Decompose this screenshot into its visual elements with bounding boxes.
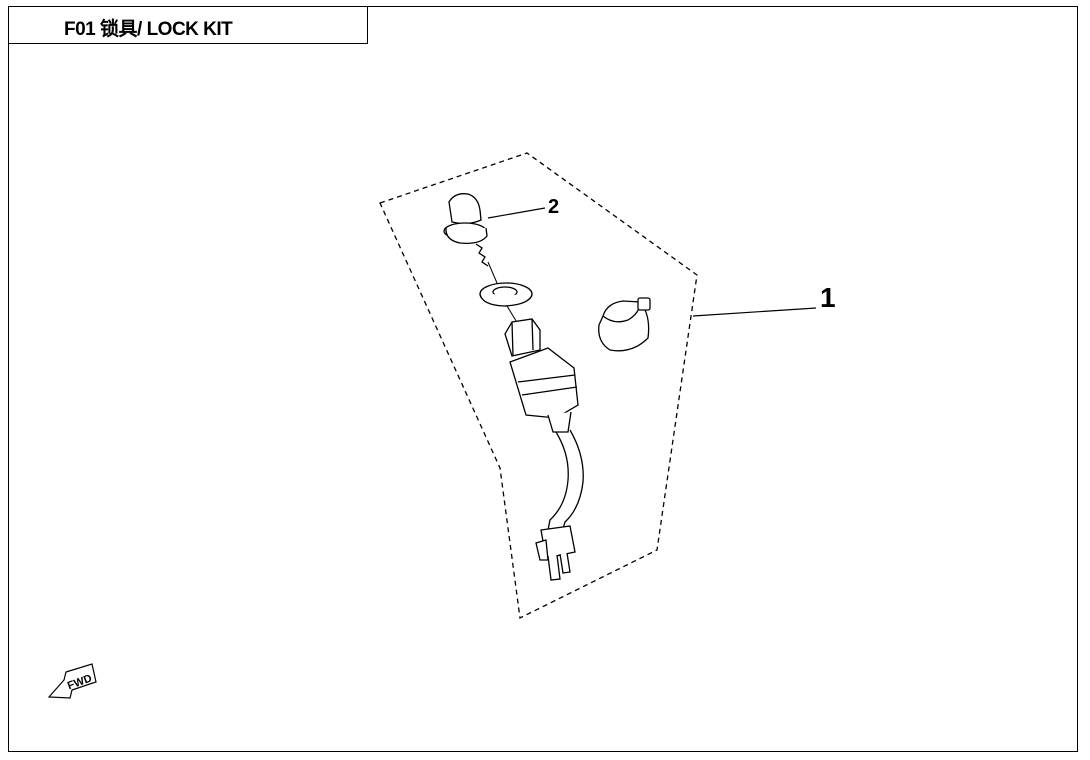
connector-plug: [535, 525, 576, 581]
leader-line-1: [692, 307, 817, 317]
lock-cylinder: [504, 318, 579, 433]
title-box: F01 锁具/ LOCK KIT: [8, 6, 368, 44]
kit-boundary: [379, 152, 698, 619]
drawing-frame: [8, 6, 1078, 752]
callout-1: 1: [820, 282, 836, 313]
leader-line-2: [487, 207, 546, 219]
wire-harness: [547, 429, 584, 533]
washer-part: [479, 282, 533, 307]
lock-cap-part: [598, 297, 651, 352]
page-title: F01 锁具/ LOCK KIT: [64, 19, 233, 40]
callout-2: 2: [548, 196, 560, 218]
key-part: [443, 193, 489, 267]
fwd-arrow-icon: FWD: [47, 663, 97, 699]
